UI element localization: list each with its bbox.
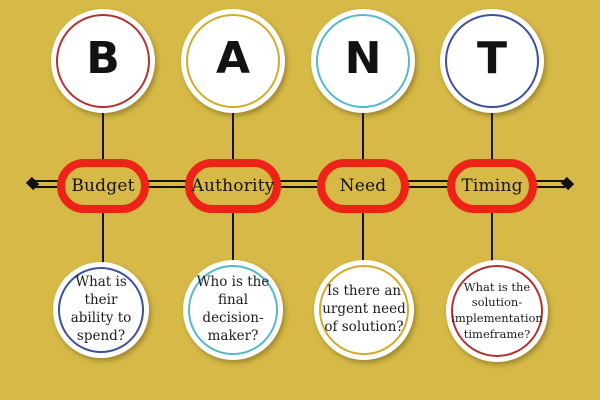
axis-right-diamond-icon (560, 176, 575, 191)
question-timing: What is the solution- implementation tim… (451, 279, 543, 341)
connector-top (102, 112, 104, 160)
axis-line-segment (279, 180, 319, 188)
letter-circle-budget: B (51, 9, 155, 113)
label-need: Need (339, 176, 387, 196)
connector-bottom (102, 212, 104, 264)
question-circle-authority: Who is the final decision- maker? (183, 260, 283, 360)
label-timing: Timing (461, 176, 523, 196)
label-box-authority: Authority (185, 159, 281, 213)
label-box-timing: Timing (447, 159, 537, 213)
connector-top (362, 112, 364, 160)
letter-n: N (344, 33, 382, 84)
question-authority: Who is the final decision- maker? (196, 274, 270, 344)
label-budget: Budget (71, 176, 135, 196)
axis-line-segment (147, 180, 187, 188)
connector-bottom (362, 212, 364, 264)
question-circle-budget: What is their ability to spend? (53, 262, 149, 358)
axis-line-segment (407, 180, 449, 188)
letter-b: B (86, 33, 120, 84)
axis-line-segment (535, 180, 565, 188)
letter-circle-timing: T (440, 9, 544, 113)
letter-circle-authority: A (181, 9, 285, 113)
axis-line-segment (33, 180, 60, 188)
question-circle-timing: What is the solution- implementation tim… (446, 260, 548, 362)
question-circle-need: Is there an urgent need of solution? (314, 260, 414, 360)
label-box-budget: Budget (57, 159, 149, 213)
label-box-need: Need (317, 159, 409, 213)
connector-bottom (491, 212, 493, 264)
label-authority: Authority (191, 176, 275, 196)
letter-circle-need: N (311, 9, 415, 113)
connector-top (232, 112, 234, 160)
question-need: Is there an urgent need of solution? (322, 283, 406, 335)
letter-a: A (215, 33, 251, 84)
letter-t: T (476, 33, 507, 84)
question-budget: What is their ability to spend? (70, 274, 132, 344)
connector-bottom (232, 212, 234, 264)
connector-top (491, 112, 493, 160)
